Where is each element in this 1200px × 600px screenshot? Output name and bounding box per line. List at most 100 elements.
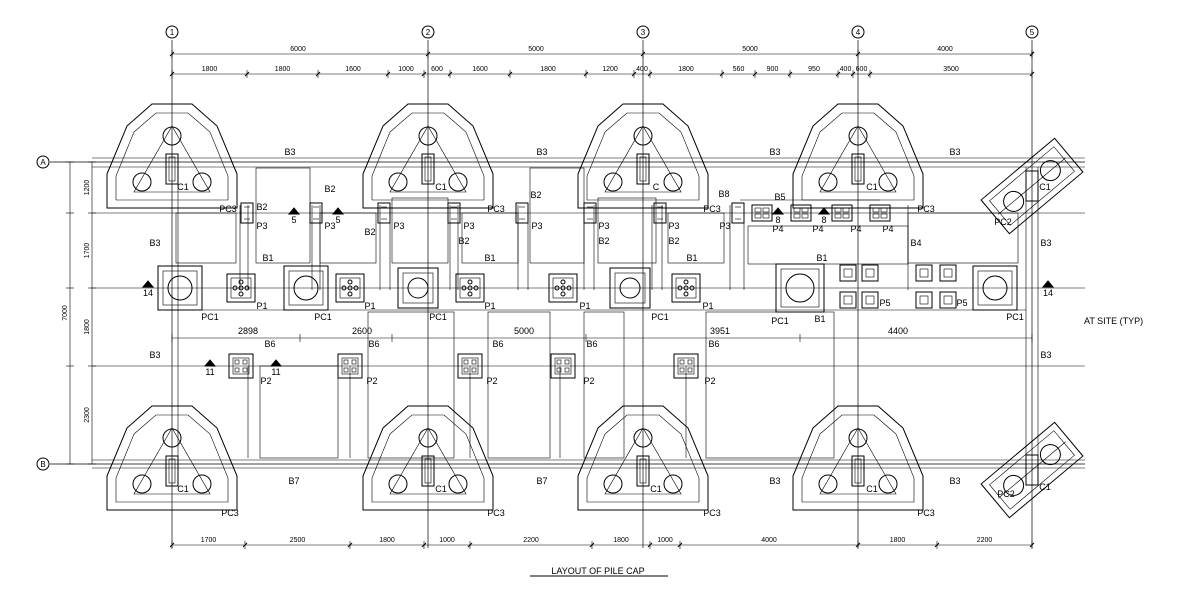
pile-dot: [467, 279, 473, 285]
label-pc2: PC2: [997, 489, 1015, 499]
pile-cap-p2: [673, 353, 699, 379]
label-b4: B4: [910, 238, 921, 248]
label-p1: P1: [702, 301, 713, 311]
square-pile-cap-inner: [614, 272, 646, 304]
grid-label-col: 4: [856, 28, 861, 37]
pile-circle: [848, 126, 868, 146]
dim-top-main-slash: [855, 51, 861, 57]
pile-cap-p3: [515, 202, 529, 224]
dim-bottom-slash: [855, 542, 861, 548]
pile-circle: [982, 275, 1008, 301]
pile-circle: [162, 126, 182, 146]
diamond-pile-cap: [980, 421, 1084, 519]
pile-circle: [388, 172, 408, 192]
cap-outline: [577, 103, 709, 209]
pile-cap-p1: [671, 273, 701, 303]
label-c1: C1: [866, 182, 878, 192]
pile-cap-p1: [548, 273, 578, 303]
pile-circle: [818, 474, 838, 494]
label-p3: P3: [668, 221, 679, 231]
square-pile-cap-inner: [162, 270, 198, 306]
pile-cap-p1-inner: [675, 277, 697, 299]
pile-circle: [192, 172, 212, 192]
triangular-pile-cap: [792, 103, 924, 209]
dim-inner-text: 2600: [352, 326, 372, 336]
pile-circle: [663, 172, 683, 192]
pile-dot: [461, 285, 467, 291]
grid-bubble-col: [421, 25, 435, 39]
beam-panel: [705, 311, 835, 459]
label-p4: P4: [882, 224, 893, 234]
cap-outline: [106, 405, 238, 511]
label-pc3: PC3: [703, 204, 721, 214]
column-inner: [639, 156, 647, 182]
pile-dot: [566, 285, 572, 291]
dim-top-sub-text: 400: [840, 66, 852, 73]
pile-cap-p4: [790, 204, 812, 222]
pile-dot: [842, 207, 850, 213]
dim-bottom-slash: [169, 542, 175, 548]
label-c1: C1: [177, 484, 189, 494]
dim-top-sub-text: 950: [808, 66, 820, 73]
dim-top-sub-slash: [244, 71, 250, 77]
section-mark: [1041, 280, 1055, 288]
cap-outline: [980, 421, 1084, 519]
section-mark: [141, 280, 155, 288]
pile-dot: [689, 285, 695, 291]
label-pc3: PC3: [487, 204, 505, 214]
pile-dot: [560, 279, 566, 285]
dim-top-sub-text: 1800: [540, 66, 556, 73]
dim-inner-text: 2898: [238, 326, 258, 336]
square-pile-cap-inner: [288, 270, 324, 306]
dim-bottom-slash: [467, 542, 473, 548]
dim-bottom-slash: [647, 542, 653, 548]
pile-dot: [880, 207, 888, 213]
grid-bubble-col: [851, 25, 865, 39]
label-p2: P2: [583, 376, 594, 386]
pile-dot: [556, 359, 562, 365]
label-b3: B3: [769, 147, 780, 157]
pile-dot: [834, 213, 842, 219]
cap-triangle: [604, 427, 682, 495]
label-p3: P3: [531, 221, 542, 231]
column-rect: [851, 455, 865, 487]
pile-circle: [167, 275, 193, 301]
dim-top-sub-slash: [719, 71, 725, 77]
dim-bottom-slash: [347, 542, 353, 548]
label-b3: B3: [284, 147, 295, 157]
label-pc3: PC3: [917, 204, 935, 214]
cap-triangle: [389, 427, 467, 495]
pile-cap-p3: [447, 202, 461, 224]
label-p5: P5: [956, 298, 967, 308]
pile-dot: [242, 359, 248, 365]
dim-left-text: 1200: [84, 180, 91, 196]
label-pc1: PC1: [1006, 312, 1024, 322]
square-pile-cap: [397, 267, 439, 309]
dim-bottom-text: 1000: [439, 537, 455, 544]
pile-cap-p4: [751, 204, 773, 222]
label-pc1: PC1: [429, 312, 447, 322]
dim-bottom-slash: [1029, 542, 1035, 548]
dim-top-sub-slash: [447, 71, 453, 77]
pile-dot: [343, 367, 349, 373]
beam-panel: [259, 365, 339, 459]
dim-top-sub-slash: [583, 71, 589, 77]
label-b3: B3: [1040, 238, 1051, 248]
grid-bubble-row: [36, 155, 50, 169]
small-pile-caps: [226, 202, 957, 379]
pile-dot: [801, 213, 809, 219]
grid-bubble-row: [36, 457, 50, 471]
label-b3: B3: [149, 350, 160, 360]
beam-panel: [175, 212, 237, 264]
pile-cap-p1: [335, 273, 365, 303]
pile-dot: [244, 285, 250, 291]
pile-circle: [633, 428, 653, 448]
dim-bottom-text: 1800: [890, 537, 906, 544]
pile-dot: [347, 279, 353, 285]
pile-circle: [818, 172, 838, 192]
dim-bottom-text: 1800: [379, 537, 395, 544]
column-rect: [421, 153, 435, 185]
column-inner: [854, 458, 862, 484]
column-inner: [168, 156, 176, 182]
